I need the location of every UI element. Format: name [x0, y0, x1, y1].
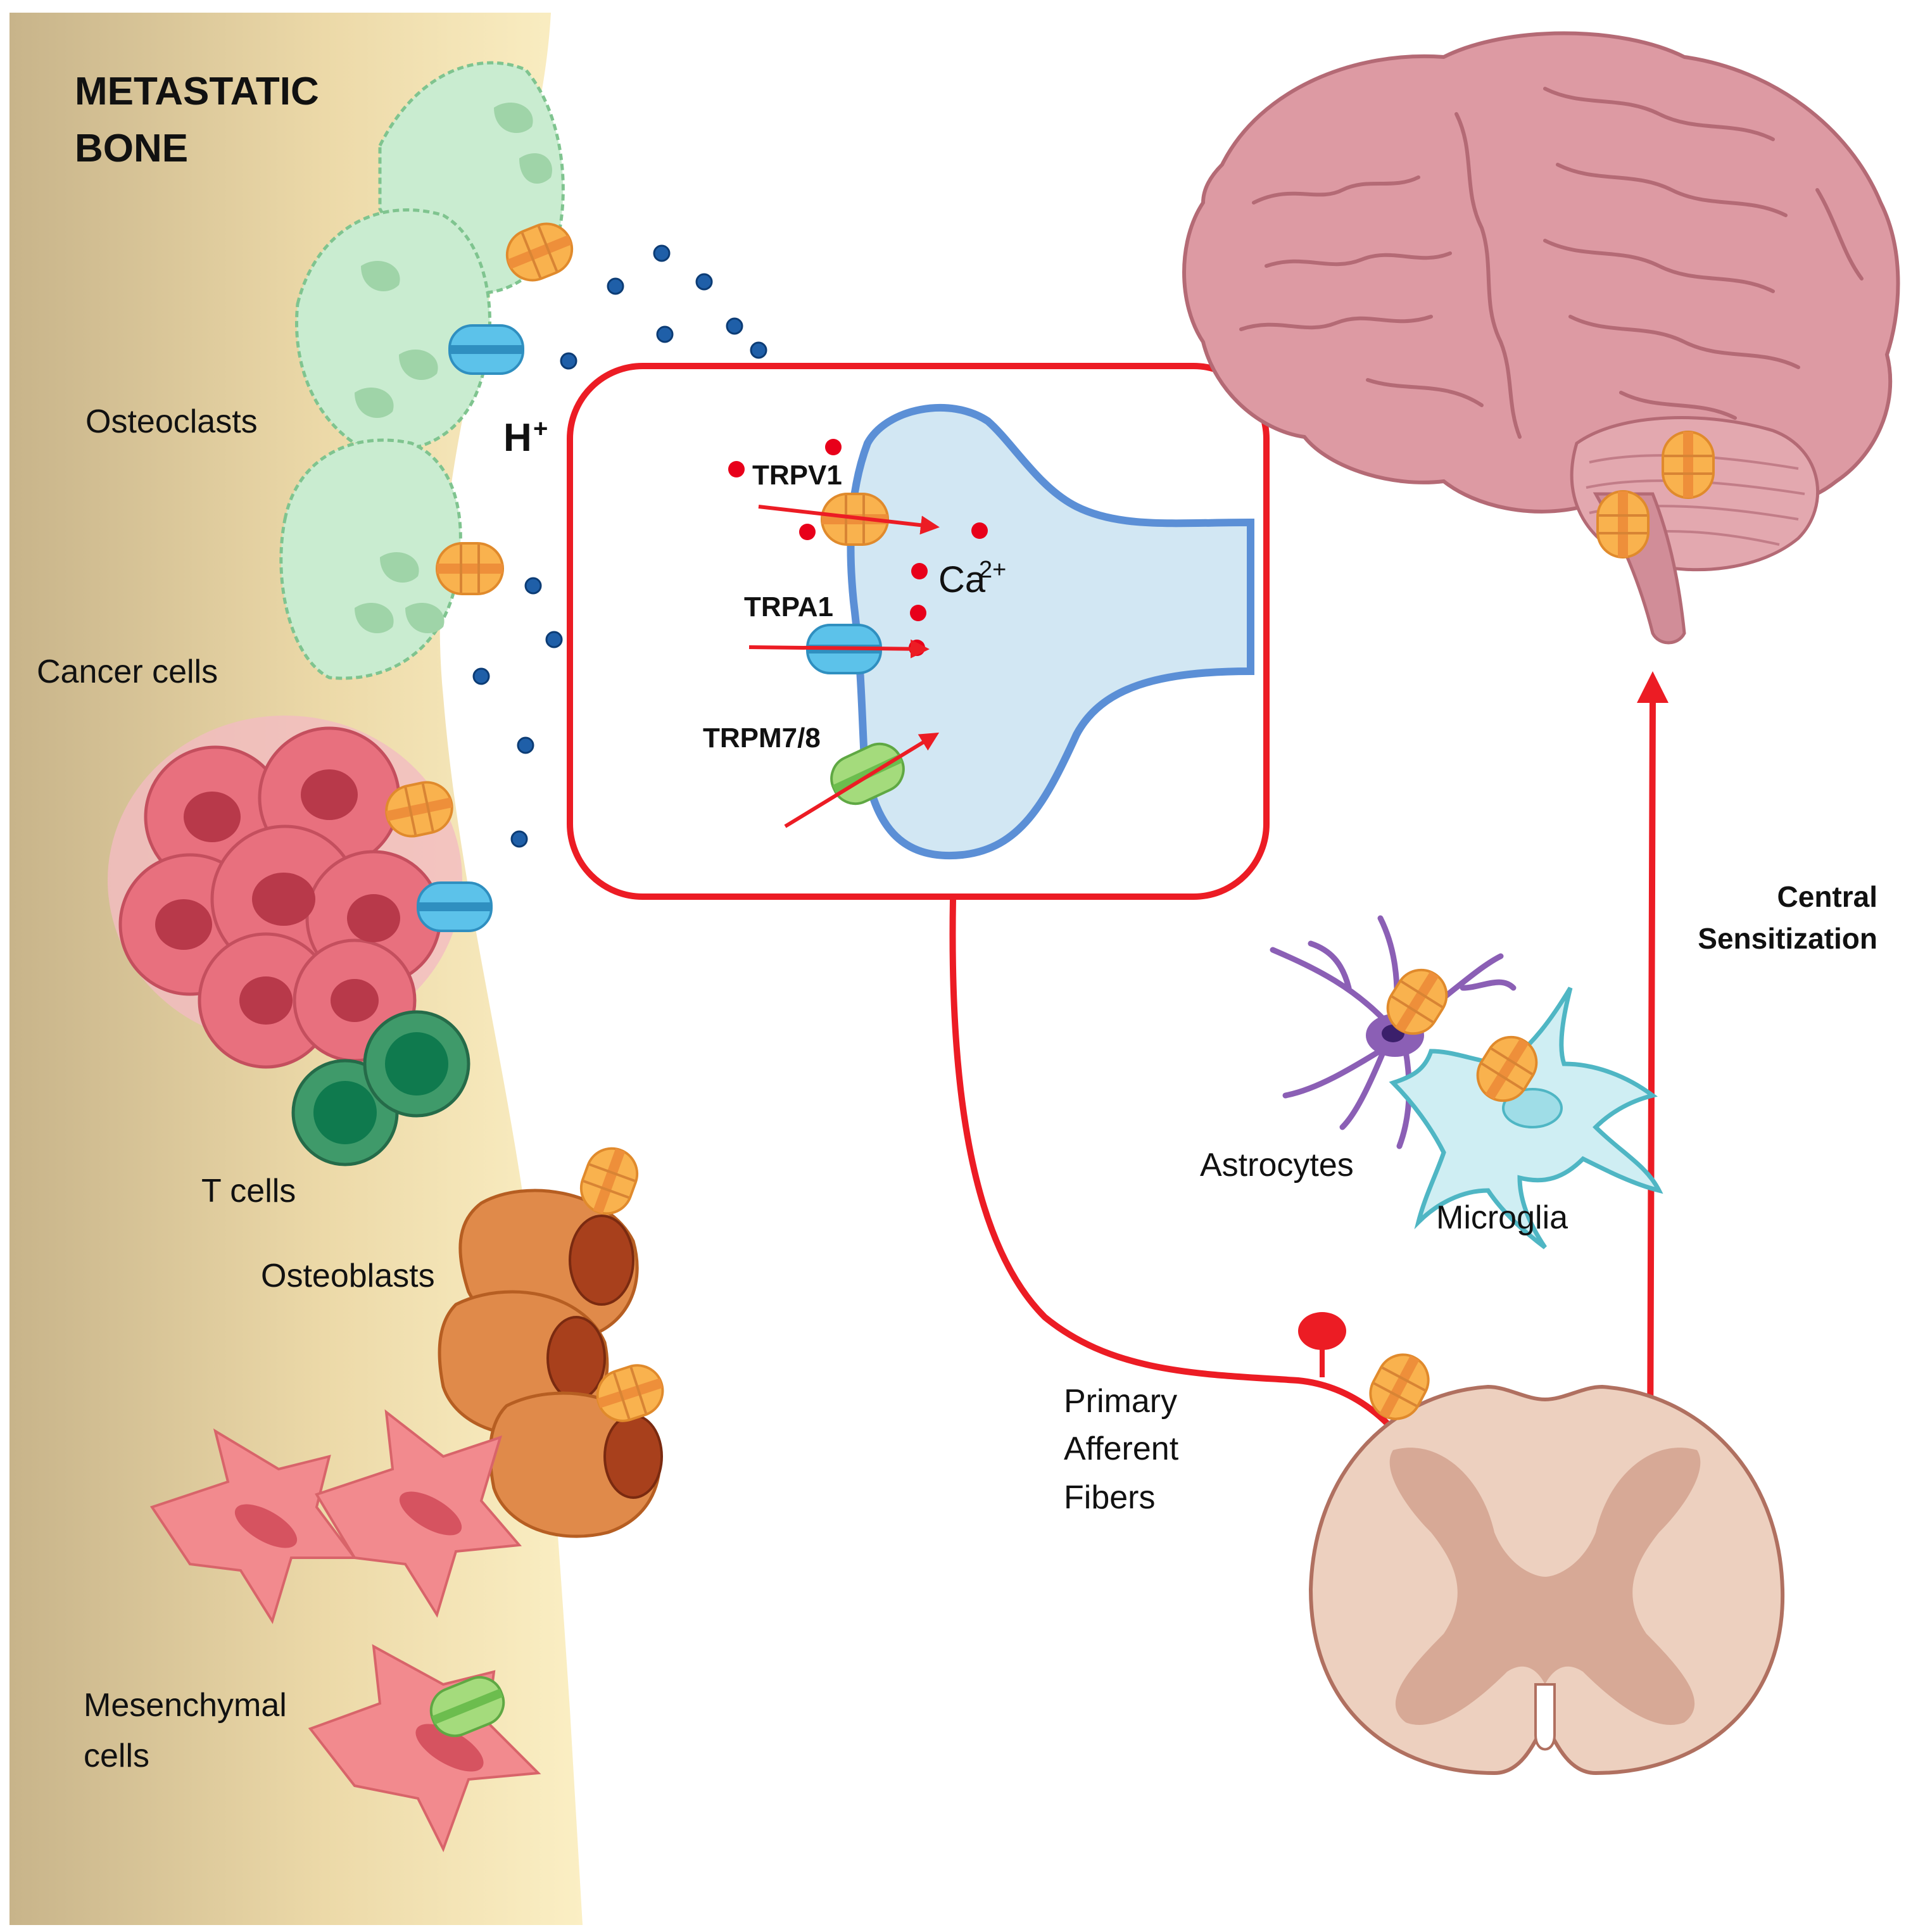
label-osteoclasts: Osteoclasts — [85, 403, 258, 440]
metastatic-bone-title: METASTATIC BONE — [75, 70, 319, 170]
central-sensitization-label: Central Sensitization — [1698, 880, 1877, 955]
cancer-cells — [108, 716, 493, 1069]
spinal-cord — [1308, 1346, 1785, 1776]
label-primary-line2: Afferent — [1064, 1430, 1179, 1467]
primary-afferent-label: Primary Afferent Fibers — [1064, 1383, 1179, 1516]
label-calcium: Ca — [938, 559, 986, 600]
label-proton-sup: + — [533, 415, 548, 443]
proton-label: H + — [503, 415, 548, 460]
trpv1-channel-osteoclast-bottom — [436, 542, 504, 595]
label-mesenchymal-line1: Mesenchymal — [84, 1687, 287, 1724]
label-microglia: Microglia — [1436, 1199, 1568, 1236]
trpa1-channel-cancer — [417, 881, 493, 932]
label-primary-line3: Fibers — [1064, 1479, 1155, 1516]
label-astrocytes: Astrocytes — [1200, 1147, 1354, 1184]
astrocyte — [1270, 915, 1517, 1149]
title-line1: METASTATIC — [75, 70, 319, 113]
label-trpa1: TRPA1 — [744, 591, 833, 622]
label-trpm: TRPM7/8 — [703, 723, 821, 754]
label-proton: H — [503, 416, 532, 460]
label-osteoblasts: Osteoblasts — [261, 1258, 435, 1294]
label-calcium-sup: 2+ — [979, 557, 1006, 583]
trpm-influx-arrow — [784, 732, 940, 828]
label-central-line1: Central — [1777, 880, 1877, 913]
title-line2: BONE — [75, 127, 188, 170]
microglia — [1389, 987, 1663, 1249]
t-cells — [291, 1010, 470, 1166]
osteoblasts — [438, 1140, 671, 1538]
inset-panel: TRPV1 TRPA1 TRPM7/8 Ca 2+ — [567, 363, 1270, 900]
brain — [1182, 31, 1900, 645]
label-central-line2: Sensitization — [1698, 922, 1877, 955]
label-t-cells: T cells — [201, 1173, 296, 1209]
label-trpv1: TRPV1 — [752, 460, 842, 491]
trpa1-channel-osteoclast — [448, 324, 524, 375]
trpa1-influx-arrow — [748, 639, 930, 659]
osteoclasts — [279, 61, 581, 680]
trpv1-channel-brain-right — [1662, 431, 1715, 499]
synapse-terminal — [1298, 1312, 1346, 1350]
mesenchymal-cells — [149, 1409, 541, 1853]
trpv1-channel-brain-left — [1596, 490, 1650, 559]
label-mesenchymal-line2: cells — [84, 1738, 149, 1774]
ascending-arrowhead — [1637, 671, 1669, 703]
label-cancer-cells: Cancer cells — [37, 653, 218, 690]
trpv1-influx-arrow — [758, 505, 940, 535]
label-primary-line1: Primary — [1064, 1383, 1177, 1420]
